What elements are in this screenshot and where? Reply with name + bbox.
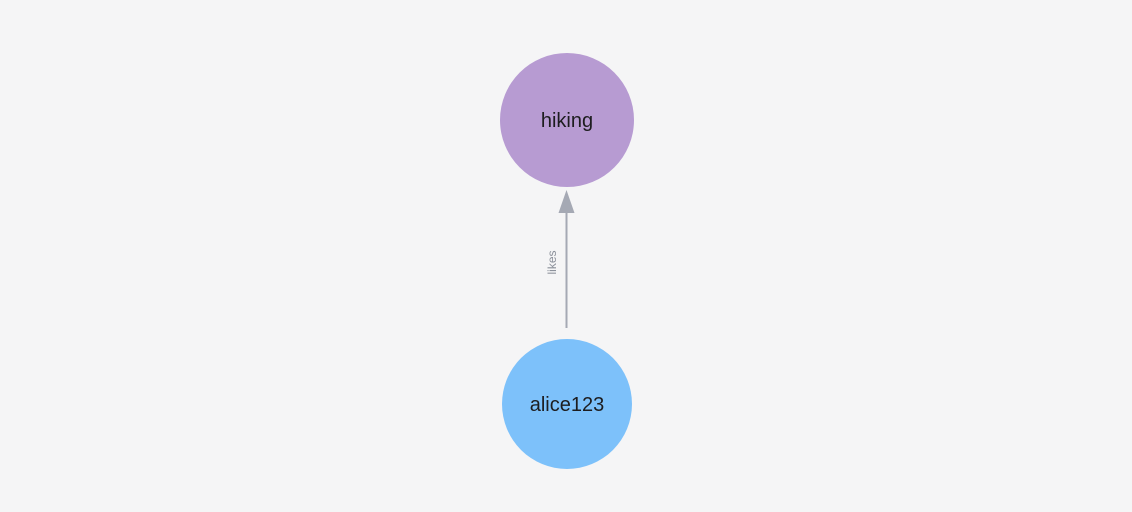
node-hiking-circle[interactable] bbox=[500, 53, 634, 187]
edge-arrowhead-icon bbox=[558, 190, 575, 213]
node-hiking[interactable]: hiking bbox=[500, 53, 634, 187]
node-alice123[interactable]: alice123 bbox=[502, 339, 632, 469]
node-alice123-circle[interactable] bbox=[502, 339, 632, 469]
